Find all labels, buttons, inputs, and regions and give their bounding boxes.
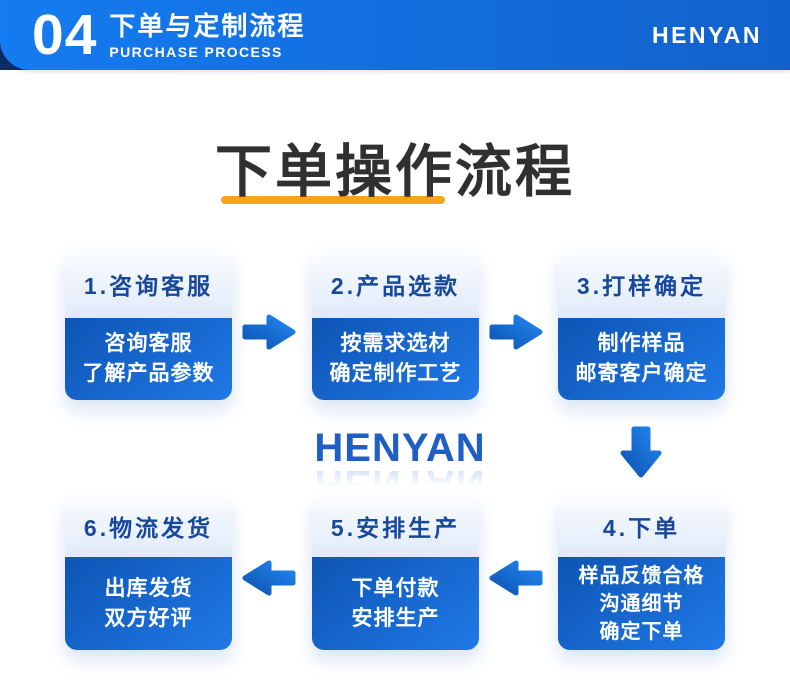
step-card-1-consult: 1.咨询客服 咨询客服 了解产品参数 xyxy=(65,250,232,400)
step-card-3-sample-confirm: 3.打样确定 制作样品 邮寄客户确定 xyxy=(558,250,725,400)
section-number: 04 xyxy=(32,3,98,67)
step-4-line-3: 确定下单 xyxy=(599,620,684,643)
arrow-right-icon xyxy=(240,311,298,358)
step-5-label: 5.安排生产 xyxy=(312,495,479,557)
header-banner: 04 下单与定制流程 PURCHASE PROCESS HENYAN xyxy=(0,0,790,70)
banner-title: 下单与定制流程 xyxy=(109,11,306,42)
step-2-line-1: 按需求选材 xyxy=(340,332,451,356)
page-title: 下单操作流程 xyxy=(215,126,575,208)
center-brand-watermark: HENYAN HENYAN xyxy=(275,426,525,506)
step-5-line-1: 下单付款 xyxy=(351,576,440,600)
step-1-line-2: 了解产品参数 xyxy=(82,362,215,385)
step-4-label: 4.下单 xyxy=(558,495,725,557)
step-1-label: 1.咨询客服 xyxy=(65,250,232,318)
arrow-left-icon xyxy=(240,557,298,604)
step-card-4-place-order: 4.下单 样品反馈合格 沟通细节 确定下单 xyxy=(558,495,725,650)
step-6-label: 6.物流发货 xyxy=(65,495,232,557)
step-1-line-1: 咨询客服 xyxy=(104,332,193,356)
step-3-line-1: 制作样品 xyxy=(597,332,686,356)
step-4-line-1: 样品反馈合格 xyxy=(578,564,705,587)
step-4-description: 样品反馈合格 沟通细节 确定下单 xyxy=(558,557,725,650)
step-5-line-2: 安排生产 xyxy=(351,606,440,630)
title-underline-accent xyxy=(221,196,445,204)
step-6-line-2: 双方好评 xyxy=(104,606,193,630)
step-3-line-2: 邮寄客户确定 xyxy=(575,362,708,385)
banner-subtitle: PURCHASE PROCESS xyxy=(109,43,283,60)
step-card-2-select-product: 2.产品选款 按需求选材 确定制作工艺 xyxy=(312,250,479,400)
step-6-description: 出库发货 双方好评 xyxy=(65,557,232,650)
step-5-description: 下单付款 安排生产 xyxy=(312,557,479,650)
brand-logo-text: HENYAN xyxy=(651,21,762,48)
step-4-line-2: 沟通细节 xyxy=(599,592,684,615)
arrow-down-icon xyxy=(618,424,664,485)
step-2-label: 2.产品选款 xyxy=(312,250,479,318)
brand-watermark-text: HENYAN xyxy=(314,426,486,470)
step-3-description: 制作样品 邮寄客户确定 xyxy=(558,318,725,400)
arrow-left-icon xyxy=(487,557,545,604)
banner-titles: 下单与定制流程 PURCHASE PROCESS xyxy=(109,12,305,60)
page-title-text: 下单操作流程 xyxy=(215,140,575,204)
step-card-6-shipping: 6.物流发货 出库发货 双方好评 xyxy=(65,495,232,650)
step-card-5-production: 5.安排生产 下单付款 安排生产 xyxy=(312,495,479,650)
hero-title-row: 下单操作流程 xyxy=(0,126,790,208)
step-2-description: 按需求选材 确定制作工艺 xyxy=(312,318,479,400)
step-6-line-1: 出库发货 xyxy=(104,576,193,600)
arrow-right-icon xyxy=(487,311,545,358)
step-1-description: 咨询客服 了解产品参数 xyxy=(65,318,232,400)
step-2-line-2: 确定制作工艺 xyxy=(329,362,462,385)
step-3-label: 3.打样确定 xyxy=(558,250,725,318)
